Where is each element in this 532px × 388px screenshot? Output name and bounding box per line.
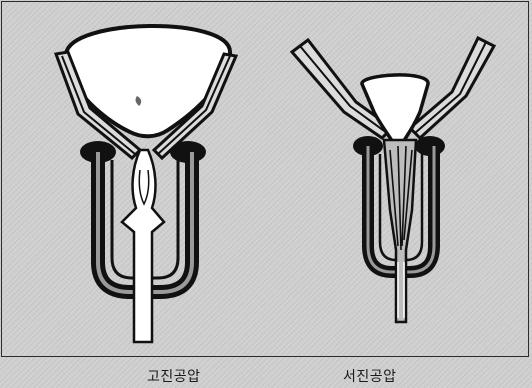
caption-right: 서진공압 xyxy=(343,366,397,386)
left-center-stem xyxy=(122,150,164,342)
left-figure xyxy=(56,26,236,342)
right-figure xyxy=(292,38,494,322)
caption-left: 고진공압 xyxy=(147,366,201,386)
